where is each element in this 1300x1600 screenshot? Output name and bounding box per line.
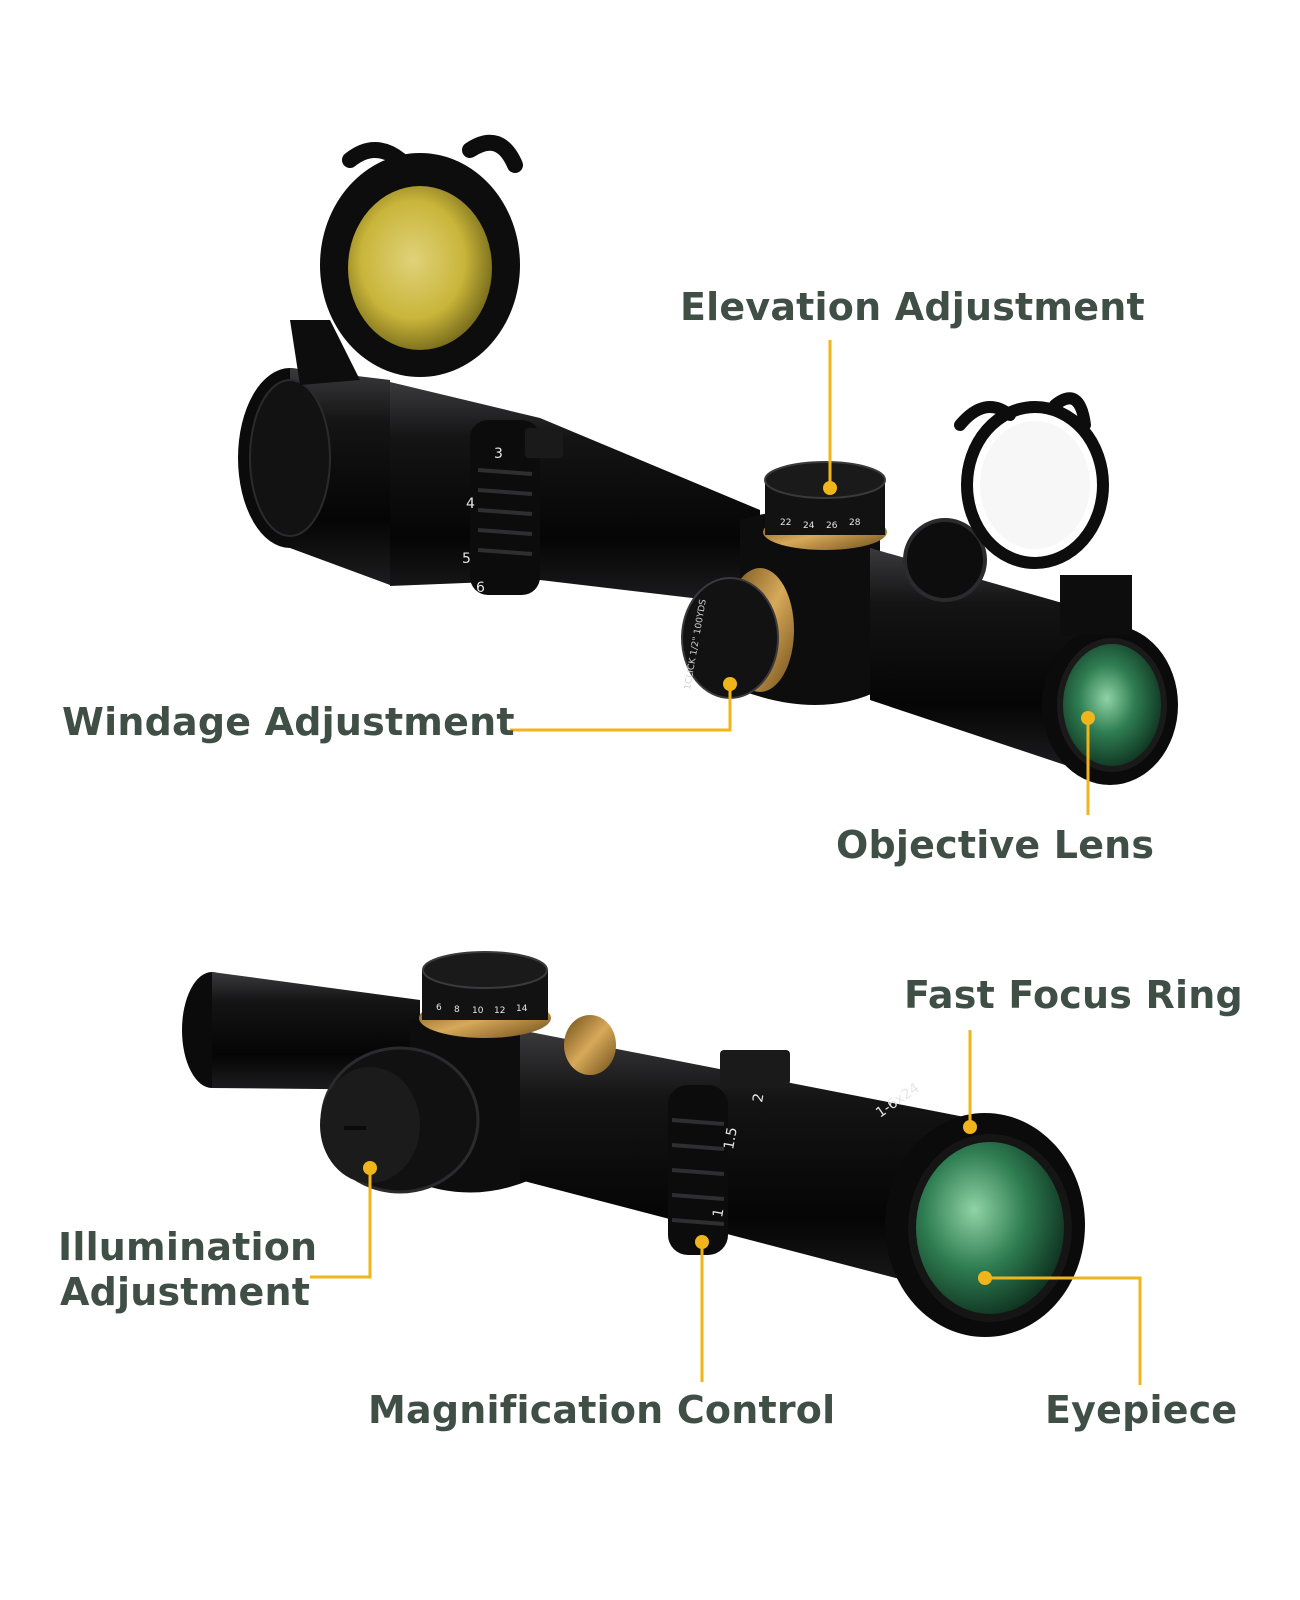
top-power-number: 4 <box>466 496 475 512</box>
top-power-ring <box>470 420 563 595</box>
lens-icon <box>1042 625 1178 785</box>
bottom-main-tube <box>520 1030 980 1300</box>
leader-dot-magnification <box>695 1235 709 1249</box>
leader-dot-focus <box>963 1120 977 1134</box>
bottom-power-ring <box>668 1050 790 1255</box>
flip-cap-icon <box>954 392 1132 635</box>
flip-cap-icon <box>290 134 523 385</box>
top-power-number: 3 <box>494 446 503 462</box>
label-magnification-control: Magnification Control <box>368 1388 836 1432</box>
top-focus-ring <box>903 518 987 602</box>
label-windage-adjustment: Windage Adjustment <box>62 700 515 744</box>
turret-icon <box>763 461 887 550</box>
leader-dot-windage <box>723 677 737 691</box>
leader-dot-objective <box>1081 711 1095 725</box>
top-turret-number: 28 <box>849 518 861 528</box>
bottom-turret-number: 6 <box>436 1003 442 1013</box>
turret-icon <box>419 951 551 1038</box>
top-turret-number: 22 <box>780 518 791 528</box>
bottom-power-number: 1.5 <box>721 1126 741 1151</box>
lens-icon <box>885 1113 1085 1337</box>
label-illumination-line1: Illumination <box>58 1225 318 1269</box>
bottom-turret-number: 8 <box>454 1005 460 1015</box>
leader-dot-eyepiece <box>978 1271 992 1285</box>
leader-windage <box>510 684 732 732</box>
top-eyepiece-body <box>238 368 390 585</box>
illumination-knob <box>320 1046 480 1194</box>
leader-dot-illumination <box>363 1161 377 1175</box>
bottom-turret-number: 12 <box>494 1006 505 1016</box>
top-power-number: 6 <box>476 580 485 596</box>
label-illumination-line2: Adjustment <box>60 1270 311 1314</box>
bottom-power-number: 1 <box>710 1207 727 1219</box>
top-objective-tube <box>870 548 1080 770</box>
leader-eyepiece <box>985 1276 1142 1385</box>
label-elevation-adjustment: Elevation Adjustment <box>680 285 1145 329</box>
label-objective-lens: Objective Lens <box>836 823 1155 867</box>
top-turret-number: 26 <box>826 521 838 531</box>
label-fast-focus-ring: Fast Focus Ring <box>904 973 1243 1017</box>
label-eyepiece: Eyepiece <box>1045 1388 1238 1432</box>
bottom-turret-number: 14 <box>516 1004 528 1014</box>
top-turret-number: 24 <box>803 521 815 531</box>
top-power-number: 5 <box>462 551 471 567</box>
bottom-turret-number: 10 <box>472 1006 484 1016</box>
bottom-power-number: 2 <box>750 1092 767 1104</box>
bottom-side-turret <box>564 1015 616 1075</box>
windage-turret <box>681 568 794 699</box>
leader-illumination <box>310 1168 372 1279</box>
leader-dot-elevation <box>823 481 837 495</box>
